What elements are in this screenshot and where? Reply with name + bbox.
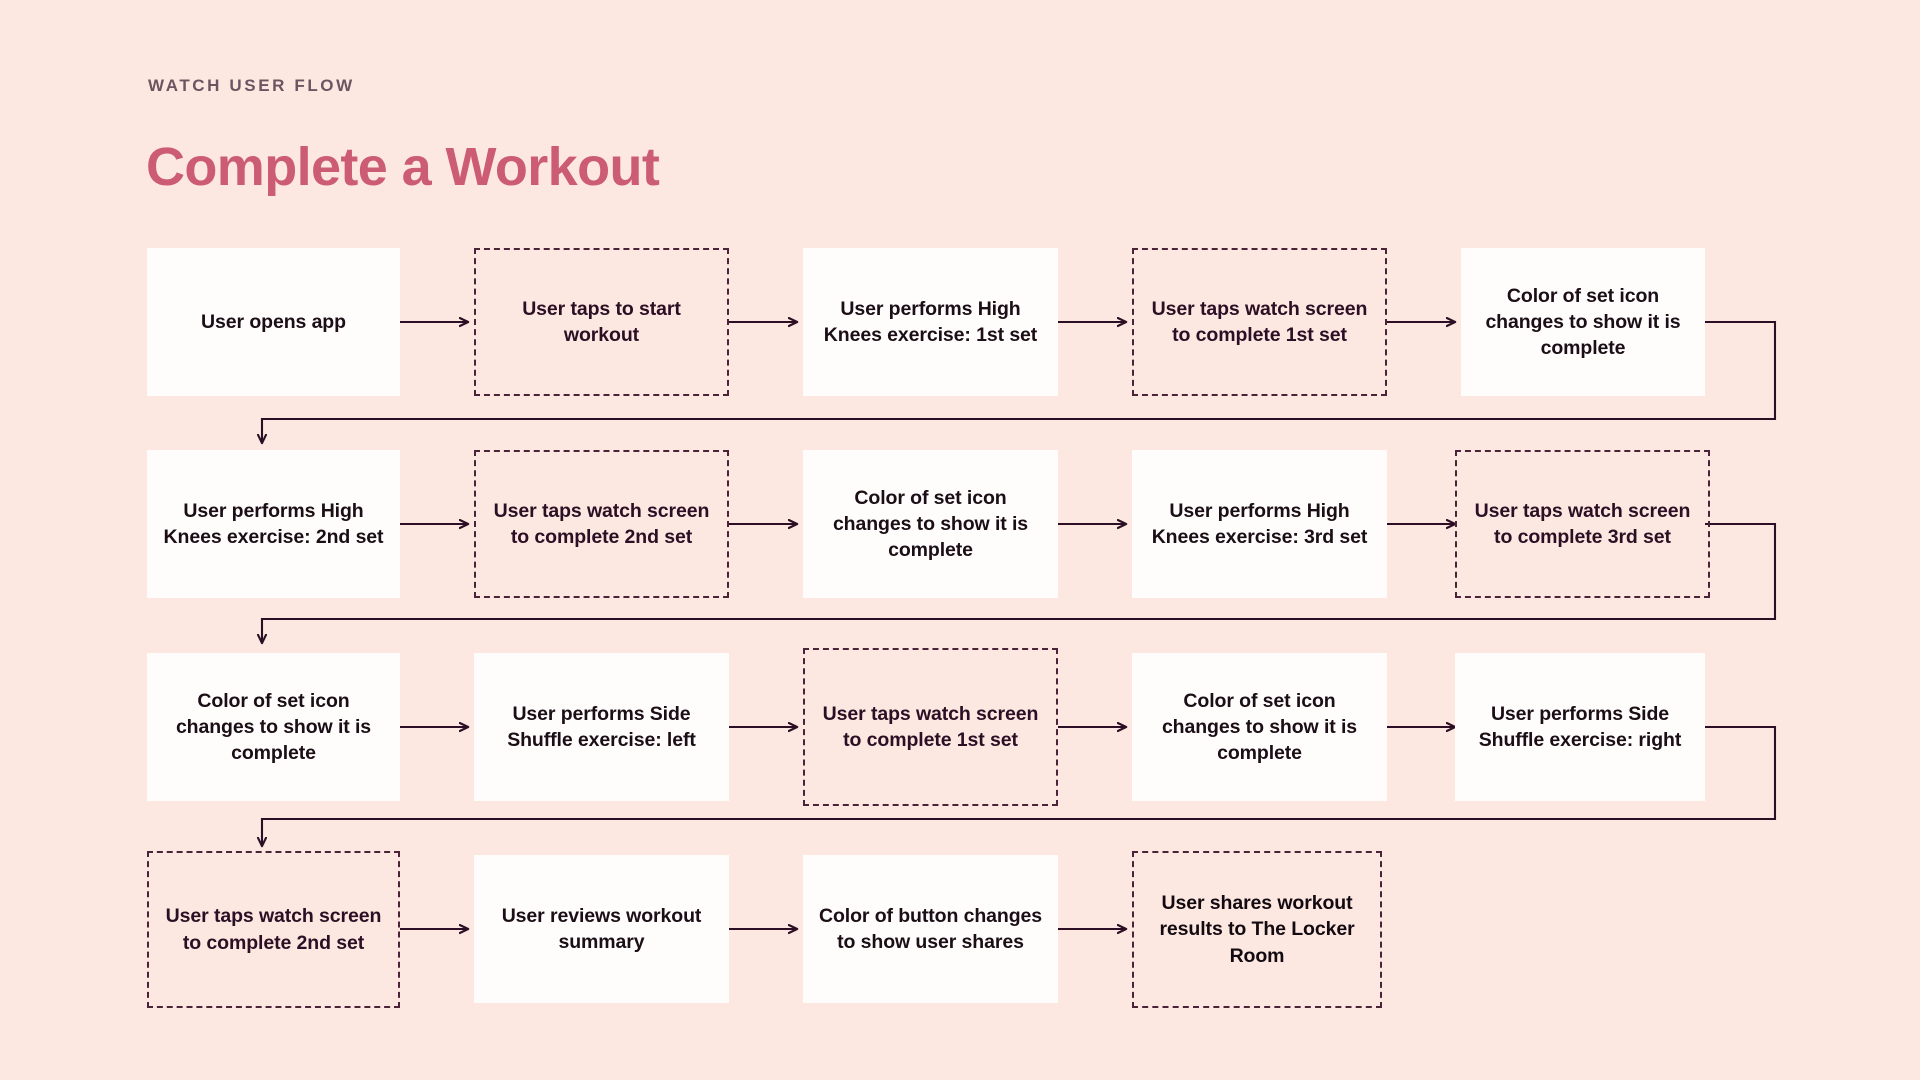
- flow-node-high-knees-3rd-set[interactable]: User performs High Knees exercise: 3rd s…: [1132, 450, 1387, 598]
- flow-node-shares-to-locker-room[interactable]: User shares workout results to The Locke…: [1132, 851, 1382, 1008]
- flow-node-reviews-summary[interactable]: User reviews workout summary: [474, 855, 729, 1003]
- flow-node-taps-to-start-workout[interactable]: User taps to start workout: [474, 248, 729, 396]
- flow-node-side-shuffle-left[interactable]: User performs Side Shuffle exercise: lef…: [474, 653, 729, 801]
- flow-node-complete-1st-set-a[interactable]: User taps watch screen to complete 1st s…: [1132, 248, 1387, 396]
- flow-node-high-knees-2nd-set[interactable]: User performs High Knees exercise: 2nd s…: [147, 450, 400, 598]
- flow-node-set-icon-complete-d[interactable]: Color of set icon changes to show it is …: [1132, 653, 1387, 801]
- flow-node-complete-2nd-set-b[interactable]: User taps watch screen to complete 2nd s…: [147, 851, 400, 1008]
- flow-node-user-opens-app[interactable]: User opens app: [147, 248, 400, 396]
- flow-node-button-color-changes[interactable]: Color of button changes to show user sha…: [803, 855, 1058, 1003]
- flow-node-complete-2nd-set-a[interactable]: User taps watch screen to complete 2nd s…: [474, 450, 729, 598]
- flow-node-side-shuffle-right[interactable]: User performs Side Shuffle exercise: rig…: [1455, 653, 1705, 801]
- eyebrow-label: WATCH USER FLOW: [148, 76, 355, 95]
- flow-node-high-knees-1st-set[interactable]: User performs High Knees exercise: 1st s…: [803, 248, 1058, 396]
- flow-node-set-icon-complete-a[interactable]: Color of set icon changes to show it is …: [1461, 248, 1705, 396]
- flow-node-set-icon-complete-b[interactable]: Color of set icon changes to show it is …: [803, 450, 1058, 598]
- flow-node-complete-1st-set-b[interactable]: User taps watch screen to complete 1st s…: [803, 648, 1058, 806]
- flow-node-complete-3rd-set[interactable]: User taps watch screen to complete 3rd s…: [1455, 450, 1710, 598]
- flow-node-set-icon-complete-c[interactable]: Color of set icon changes to show it is …: [147, 653, 400, 801]
- page-title: Complete a Workout: [146, 137, 660, 197]
